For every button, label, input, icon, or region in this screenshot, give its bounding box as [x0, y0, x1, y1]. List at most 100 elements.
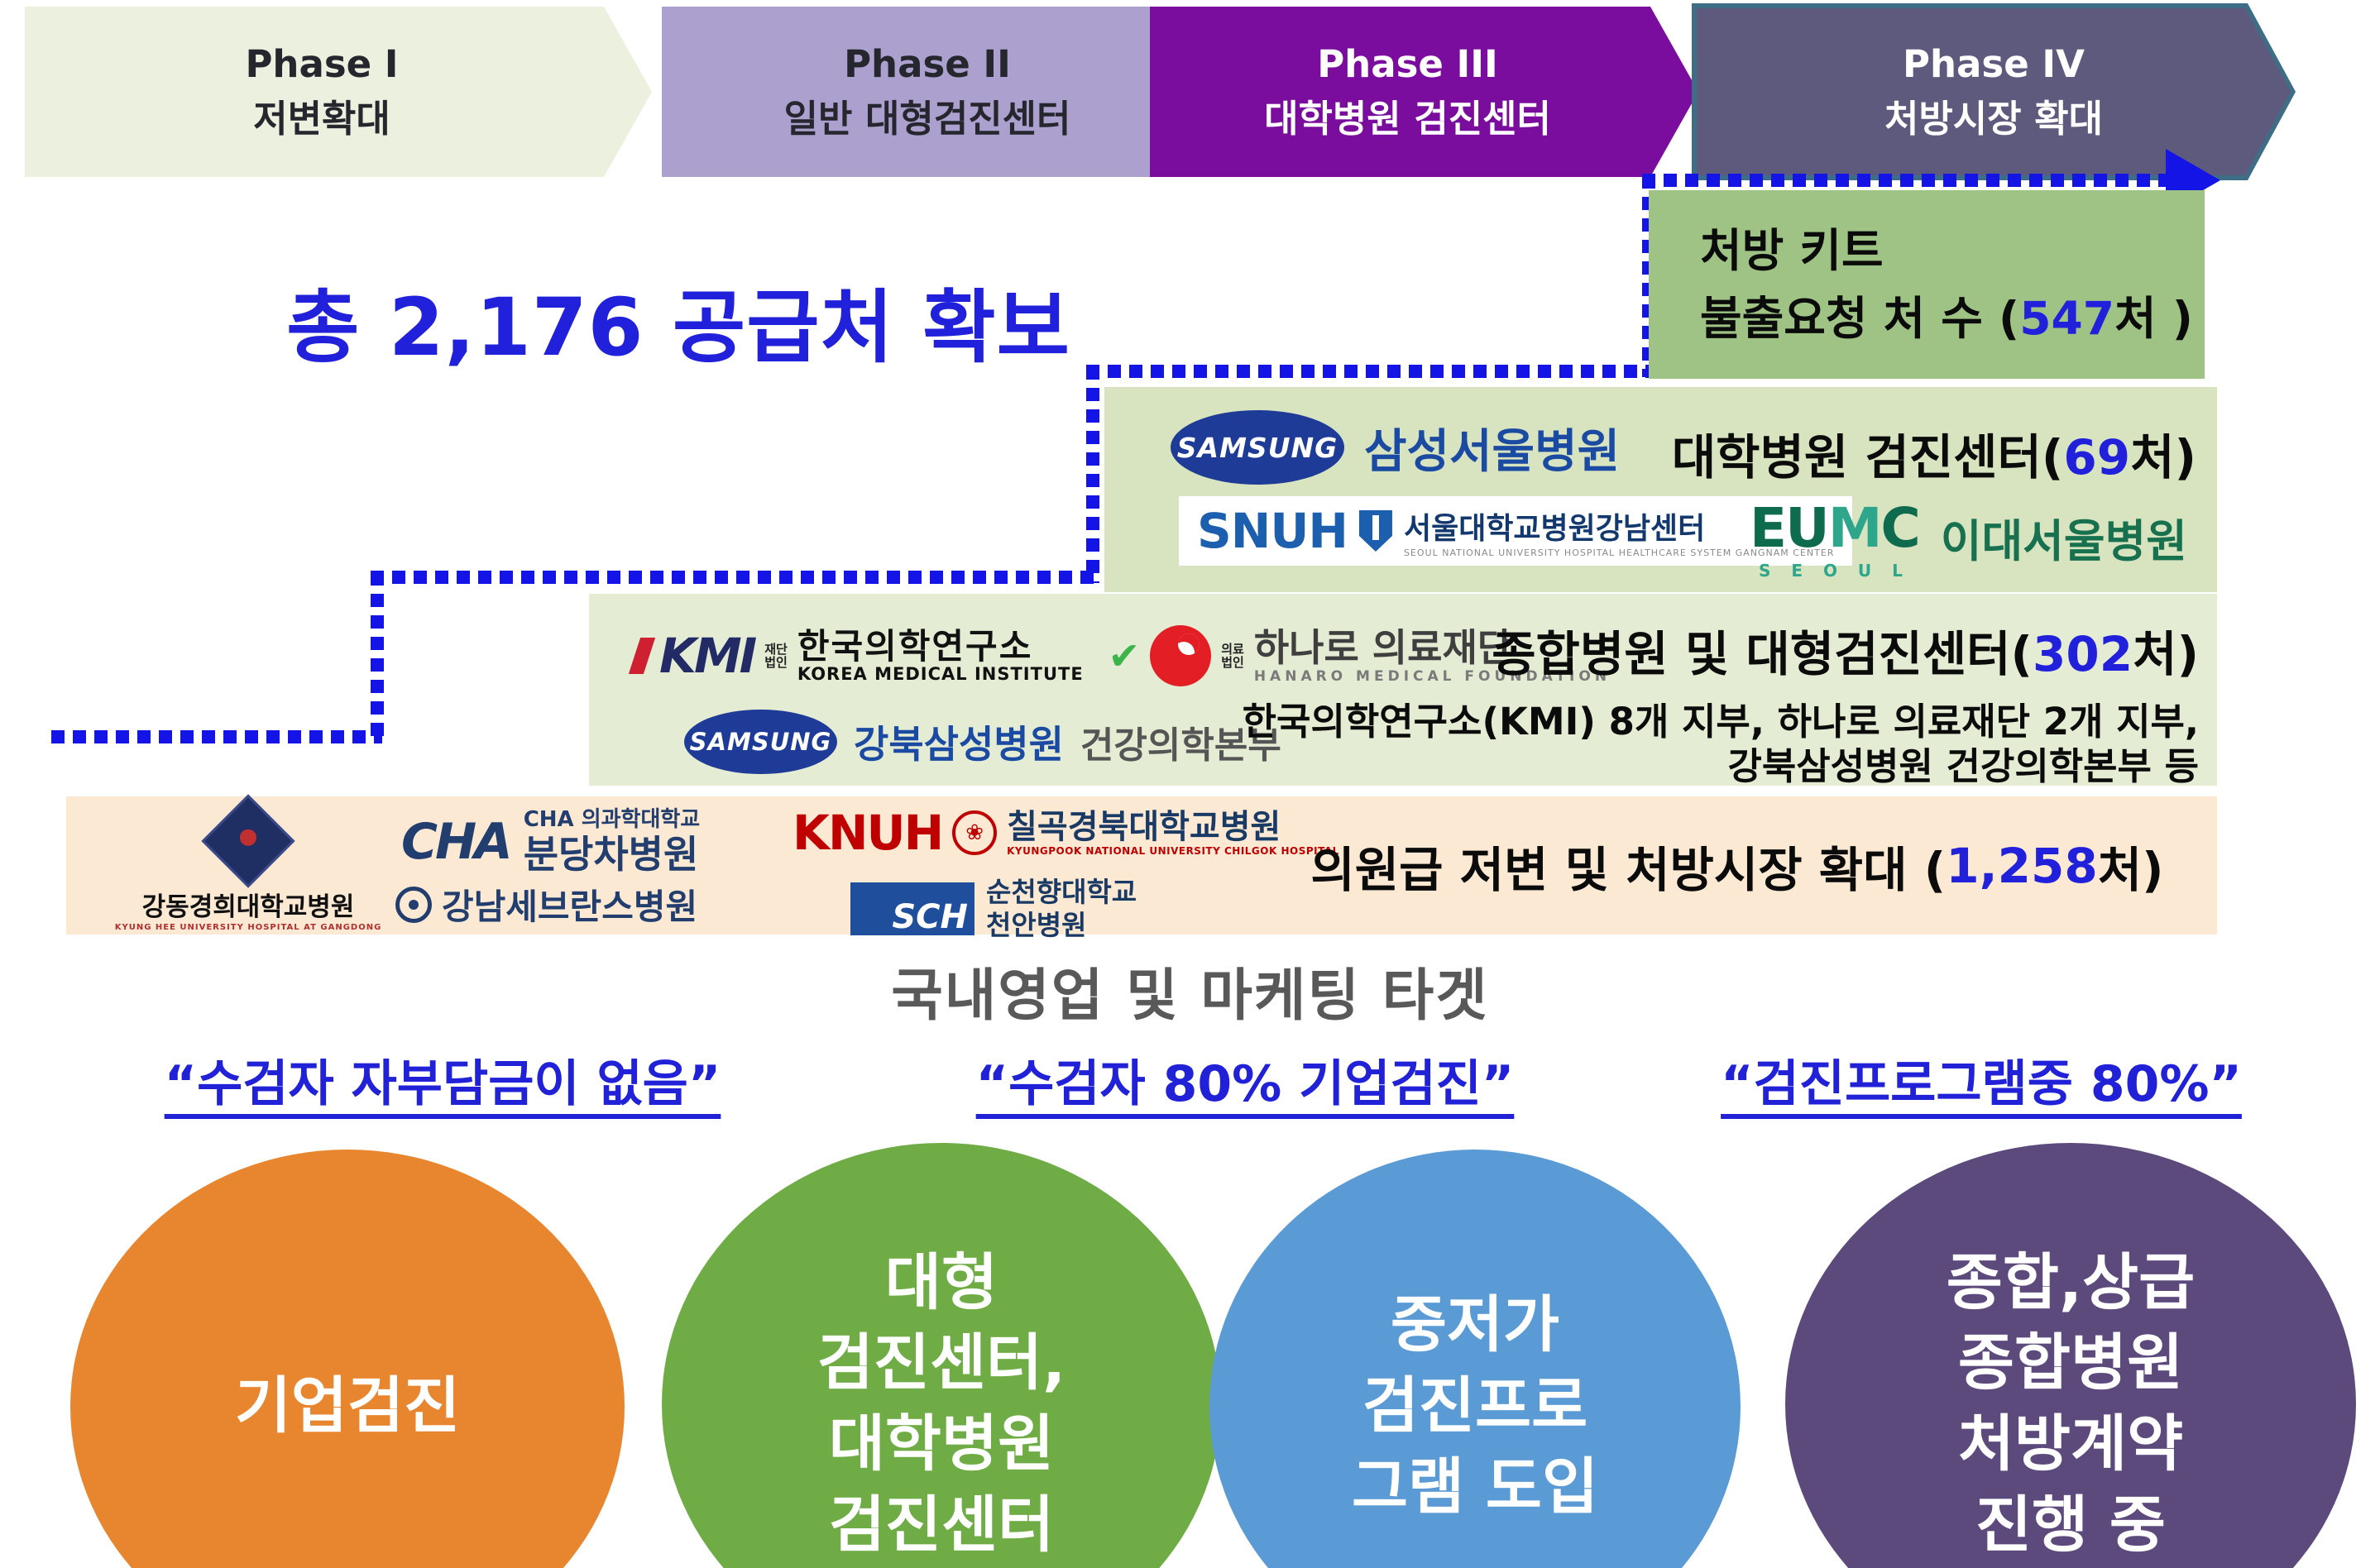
phase-2-chevron: Phase II 일반 대형검진센터	[662, 7, 1226, 177]
dotted-path-segment-7	[1642, 174, 2167, 187]
ellipse-2-line-2: 그램 도입	[1351, 1451, 1599, 1523]
clinic-count: 1,258	[1946, 837, 2098, 894]
eumc-m: M	[1827, 496, 1883, 560]
total-suppliers-headline: 총 2,176 공급처 확보	[286, 281, 1070, 374]
knuh-logo: KNUH ❀ 칠곡경북대학교병원 KYUNGPOOK NATIONAL UNIV…	[793, 805, 1339, 861]
kangbuk-samsung-logo-icon: SAMSUNG	[684, 710, 837, 774]
kyunghee-name: 강동경희대학교병원	[141, 892, 355, 922]
kyunghee-caption: KYUNG HEE UNIVERSITY HOSPITAL AT GANGDON…	[114, 923, 382, 932]
kangbuk-samsung-row: SAMSUNG 강북삼성병원 건강의학본부	[684, 710, 1281, 774]
univ-box-title: 대학병원 검진센터(69처)	[1672, 418, 2196, 488]
eumc-abbr: EUMC	[1750, 501, 1921, 556]
kit-box-line1: 처방 키트	[1700, 223, 1884, 277]
severance-logo: 강남세브란스병원	[395, 879, 697, 930]
kmi-stack: 재단 법인	[764, 642, 788, 670]
phase-4-label-ko: 처방시장 확대	[1884, 97, 2104, 141]
sch-university-line: 순천향대학교	[986, 876, 1137, 908]
snuh-logo: SNUH 서울대학교병원강남센터 SEOUL NATIONAL UNIVERSI…	[1179, 496, 1853, 566]
univ-title-post: 처)	[2130, 429, 2196, 485]
phase-4-chevron: Phase IV 처방시장 확대	[1697, 8, 2291, 175]
general-box-sub2: 강북삼성병원 건강의학본부 등	[1727, 744, 2199, 788]
general-box-title: 종합병원 및 대형검진센터(302처)	[1243, 615, 2199, 685]
general-box-text: 종합병원 및 대형검진센터(302처) 한국의학연구소(KMI) 8개 지부, …	[1243, 615, 2199, 789]
phase-1-label-ko: 저변확대	[253, 97, 390, 141]
kmi-wedge-icon	[628, 638, 656, 674]
university-hospital-box: SAMSUNG 삼성서울병원 대학병원 검진센터(69처) SNUH 서울대학교…	[1104, 387, 2217, 592]
ellipse-prescription-contract: 종합,상급 종합병원 처방계약 진행 중	[1785, 1143, 2356, 1568]
univ-count: 69	[2063, 429, 2131, 485]
cha-logo: CHA CHA 의과학대학교 분당차병원	[401, 807, 701, 877]
severance-seal-icon	[395, 886, 432, 923]
general-title-post: 처)	[2133, 626, 2199, 682]
ellipse-1-line-0: 대형	[884, 1246, 998, 1318]
phase-4-label-en: Phase IV	[1903, 41, 2085, 86]
clinic-level-box: 강동경희대학교병원 KYUNG HEE UNIVERSITY HOSPITAL …	[66, 794, 2217, 941]
sch-block-icon: SCH	[850, 882, 975, 935]
ellipse-3-line-0: 종합,상급	[1946, 1246, 2196, 1318]
severance-name: 강남세브란스병원	[442, 887, 698, 927]
prescription-kit-box: 처방 키트 불출요청 처 수 (547처 )	[1649, 190, 2205, 379]
ellipse-low-cost-program: 중저가 검진프로 그램 도입	[1209, 1150, 1741, 1568]
snuh-name: 서울대학교병원강남센터	[1403, 511, 1706, 546]
general-count: 302	[2033, 626, 2133, 682]
cha-university-line: CHA 의과학대학교	[523, 807, 701, 832]
clinic-title-post: 처)	[2097, 841, 2164, 898]
kmi-name: 한국의학연구소	[797, 625, 1033, 667]
phase-1-label-en: Phase I	[245, 41, 399, 86]
knuh-caption: KYUNGPOOK NATIONAL UNIVERSITY CHILGOK HO…	[1007, 845, 1339, 858]
ellipse-3-line-3: 진행 중	[1975, 1489, 2166, 1561]
eumc-seoul-sub: S E O U L	[1758, 561, 1910, 581]
dotted-path-segment-5	[1086, 365, 1654, 378]
phase-2-label-ko: 일반 대형검진센터	[783, 97, 1071, 141]
kit-box-line2-pre: 불출요청 처 수 (	[1700, 292, 2020, 345]
snuh-shield-icon	[1358, 510, 1392, 552]
kangbuk-samsung-dept: 건강의학본부	[1080, 724, 1281, 767]
kmi-stack2: 법인	[764, 655, 788, 670]
kangbuk-samsung-logo-text: SAMSUNG	[689, 728, 832, 756]
hanaro-stack1: 의료	[1221, 641, 1244, 657]
kmi-hanaro-logo-row: KMI 재단 법인 한국의학연구소 KOREA MEDICAL INSTITUT…	[628, 625, 1611, 686]
phase-3-label-en: Phase III	[1317, 41, 1498, 86]
hanaro-check-icon: ✔	[1108, 633, 1141, 678]
hanaro-stack: 의료 법인	[1221, 641, 1244, 670]
ellipse-2-line-0: 중저가	[1390, 1289, 1560, 1361]
sch-abbr: SCH	[892, 897, 968, 936]
quote-program-share: “검진프로그램중 80%”	[1721, 1055, 2242, 1113]
eumc-hospital-name: 이대서울병원	[1940, 515, 2187, 567]
eumc-logo: EUMC S E O U L 이대서울병원	[1750, 501, 2187, 581]
phase-1-chevron: Phase I 저변확대	[25, 7, 652, 177]
general-hospital-box: KMI 재단 법인 한국의학연구소 KOREA MEDICAL INSTITUT…	[589, 594, 2217, 789]
quote-no-copay: “수검자 자부담금이 없음”	[164, 1055, 721, 1113]
samsung-logo-icon: SAMSUNG	[1171, 410, 1344, 485]
hanaro-name: 하나로 의료재단	[1253, 625, 1513, 671]
dotted-path-segment-3	[371, 571, 1099, 584]
marketing-target-title: 국내영업 및 마케팅 타겟	[891, 963, 1489, 1029]
sch-logo: SCH 순천향대학교 천안병원	[850, 876, 1137, 941]
kmi-caption: KOREA MEDICAL INSTITUTE	[797, 664, 1084, 685]
ellipse-1-line-2: 대학병원	[828, 1408, 1055, 1480]
eumc-c: C	[1880, 496, 1920, 560]
sch-hospital-name: 천안병원	[986, 908, 1087, 941]
kmi-abbr: KMI	[659, 628, 757, 684]
eumc-eu: EU	[1750, 496, 1830, 560]
ellipse-1-line-1: 검진센터,	[816, 1327, 1066, 1399]
kyunghee-emblem-icon	[201, 794, 295, 888]
univ-title-pre: 대학병원 검진센터(	[1671, 429, 2064, 485]
general-title-pre: 종합병원 및 대형검진센터(	[1492, 626, 2033, 682]
cha-abbr-icon: CHA	[401, 813, 513, 872]
hanaro-circle-icon	[1150, 625, 1212, 686]
ellipse-3-line-1: 종합병원	[1957, 1327, 2184, 1399]
snuh-caption: SEOUL NATIONAL UNIVERSITY HOSPITAL HEALT…	[1403, 547, 1835, 558]
knuh-name: 칠곡경북대학교병원	[1007, 808, 1281, 847]
snuh-abbr: SNUH	[1197, 503, 1348, 559]
general-box-sub1: 한국의학연구소(KMI) 8개 지부, 하나로 의료재단 2개 지부,	[1242, 700, 2199, 743]
ellipse-1-line-3: 검진센터	[828, 1489, 1055, 1561]
clinic-title-pre: 의원급 저변 및 처방시장 확대 (	[1310, 841, 1947, 898]
ellipse-corporate-checkup: 기업검진	[70, 1150, 625, 1568]
ellipse-large-checkup-centers: 대형 검진센터, 대학병원 검진센터	[662, 1143, 1221, 1568]
samsung-seoul-hospital-name: 삼성서울병원	[1364, 424, 1621, 479]
quote-corporate-checkup: “수검자 80% 기업검진”	[975, 1055, 1515, 1113]
phase-3-label-ko: 대학병원 검진센터	[1264, 97, 1551, 141]
kyunghee-logo: 강동경희대학교병원 KYUNG HEE UNIVERSITY HOSPITAL …	[112, 794, 385, 932]
